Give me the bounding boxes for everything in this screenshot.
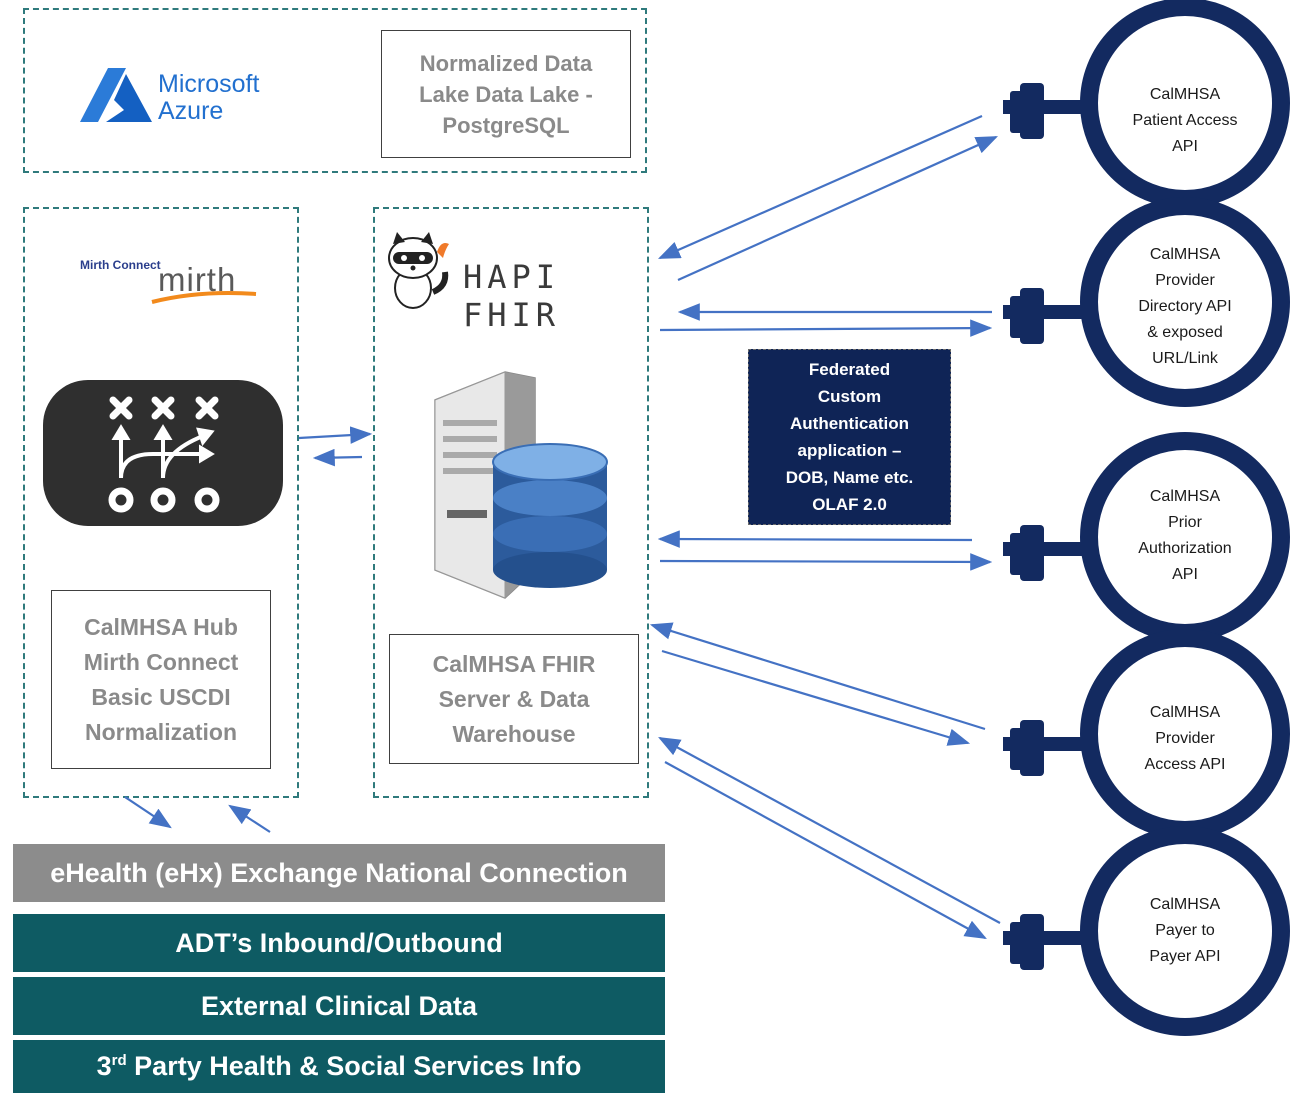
- third-party-bar: 3rd Party Health & Social Services Info: [13, 1040, 665, 1093]
- raccoon-icon: [388, 232, 449, 309]
- api-payer-line3: Payer API: [1149, 948, 1221, 965]
- arrow-access-to-fhir: [649, 622, 986, 731]
- ehealth-bar-label: eHealth (eHx) Exchange National Connecti…: [50, 857, 628, 888]
- mirth-box-line1: CalMHSA Hub: [84, 613, 238, 640]
- api-prior-line2: Prior: [1168, 514, 1202, 531]
- datalake-line1: Normalized Data: [419, 50, 593, 76]
- api-prior-line3: Authorization: [1138, 540, 1232, 557]
- mirth-swoosh-icon: [151, 291, 257, 304]
- api-access-line3: Access API: [1144, 756, 1226, 773]
- third-prefix: 3: [96, 1051, 112, 1081]
- datalake-box: Normalized Data Lake Data Lake - Postgre…: [381, 30, 631, 158]
- mirth-box-line3: Basic USCDI: [91, 683, 231, 710]
- mirth-label-box: CalMHSA Hub Mirth Connect Basic USCDI No…: [51, 590, 271, 769]
- mirth-box-line2: Mirth Connect: [83, 648, 239, 675]
- adt-bar-label: ADT’s Inbound/Outbound: [175, 927, 503, 958]
- workflow-icon: [43, 380, 283, 526]
- arrow-fhir-to-prior: [659, 553, 993, 571]
- federated-line3: Authentication: [790, 414, 909, 433]
- datalake-line2: Lake Data Lake -: [419, 81, 593, 107]
- mirth-box-line4: Normalization: [84, 718, 238, 745]
- arrow-fhir-to-patient: [677, 135, 999, 282]
- fhir-box-line1: CalMHSA FHIR: [432, 650, 596, 677]
- mirth-logo: Mirth Connect mirth: [80, 258, 270, 308]
- api-prior-auth-label: CalMHSA Prior Authorization API: [1100, 484, 1270, 588]
- third-bar-label: 3rd Party Health & Social Services Info: [97, 1051, 582, 1082]
- arrow-fhir-to-payer: [664, 761, 987, 940]
- arrow-payer-to-fhir: [658, 736, 1001, 924]
- adt-bar: ADT’s Inbound/Outbound: [13, 914, 665, 972]
- api-provider-directory-label: CalMHSA Provider Directory API & exposed…: [1100, 242, 1270, 372]
- azure-line1: Microsoft: [158, 70, 260, 98]
- api-directory-line1: CalMHSA: [1149, 246, 1221, 263]
- server-database-icon: [425, 370, 615, 600]
- api-patient-access-label: CalMHSA Patient Access API: [1100, 82, 1270, 160]
- api-directory-line4: & exposed: [1147, 324, 1223, 341]
- ehealth-bar: eHealth (eHx) Exchange National Connecti…: [13, 844, 665, 902]
- external-clinical-bar: External Clinical Data: [13, 977, 665, 1035]
- azure-container: [23, 8, 647, 173]
- api-directory-line5: URL/Link: [1152, 350, 1218, 367]
- api-access-line2: Provider: [1155, 730, 1215, 747]
- hapi-container: [373, 207, 649, 798]
- api-prior-line1: CalMHSA: [1149, 488, 1221, 505]
- fhir-label-box: CalMHSA FHIR Server & Data Warehouse: [389, 634, 639, 764]
- third-rest: Party Health & Social Services Info: [126, 1051, 582, 1081]
- federated-line4: application –: [797, 441, 902, 460]
- arrow-fhir-to-mirth: [312, 448, 363, 467]
- arrow-mirth-to-fhir: [298, 426, 373, 444]
- api-provider-access-label: CalMHSA Provider Access API: [1100, 700, 1270, 778]
- hapi-logo: HAPI FHIR: [383, 232, 633, 334]
- azure-icon: [80, 68, 152, 122]
- api-directory-line3: Directory API: [1138, 298, 1232, 315]
- fhir-box-line2: Server & Data: [438, 685, 590, 712]
- arrow-prior-to-fhir: [657, 530, 973, 548]
- arrow-fhir-to-directory: [659, 319, 993, 337]
- mirth-logo-small: Mirth Connect: [80, 258, 161, 272]
- api-patient-line3: API: [1172, 138, 1198, 155]
- api-payer-line1: CalMHSA: [1149, 896, 1221, 913]
- hapi-logo-text: HAPI FHIR: [463, 258, 561, 334]
- federated-line1: Federated: [808, 360, 891, 379]
- federated-line6: OLAF 2.0: [812, 495, 887, 514]
- datalake-line3: PostgreSQL: [442, 112, 570, 138]
- federated-line5: DOB, Name etc.: [785, 468, 914, 487]
- api-payer-line2: Payer to: [1155, 922, 1215, 939]
- arrow-mirth-to-ehealth: [124, 796, 172, 829]
- arrow-ehealth-to-mirth: [228, 804, 271, 833]
- api-prior-line4: API: [1172, 566, 1198, 583]
- api-patient-line2: Patient Access: [1132, 112, 1238, 129]
- api-directory-line2: Provider: [1155, 272, 1215, 289]
- api-patient-line1: CalMHSA: [1149, 86, 1221, 103]
- arrow-patient-to-fhir: [657, 114, 983, 260]
- fhir-box-line3: Warehouse: [452, 720, 576, 747]
- arrow-fhir-to-access: [661, 649, 971, 746]
- api-access-line1: CalMHSA: [1149, 704, 1221, 721]
- api-payer-label: CalMHSA Payer to Payer API: [1100, 892, 1270, 970]
- federated-auth-box: Federated Custom Authentication applicat…: [748, 349, 951, 525]
- federated-line2: Custom: [817, 387, 882, 406]
- third-sup: rd: [111, 1052, 127, 1069]
- azure-line2: Azure: [158, 97, 224, 125]
- external-bar-label: External Clinical Data: [200, 990, 478, 1021]
- azure-logo: Microsoft Azure: [80, 66, 300, 126]
